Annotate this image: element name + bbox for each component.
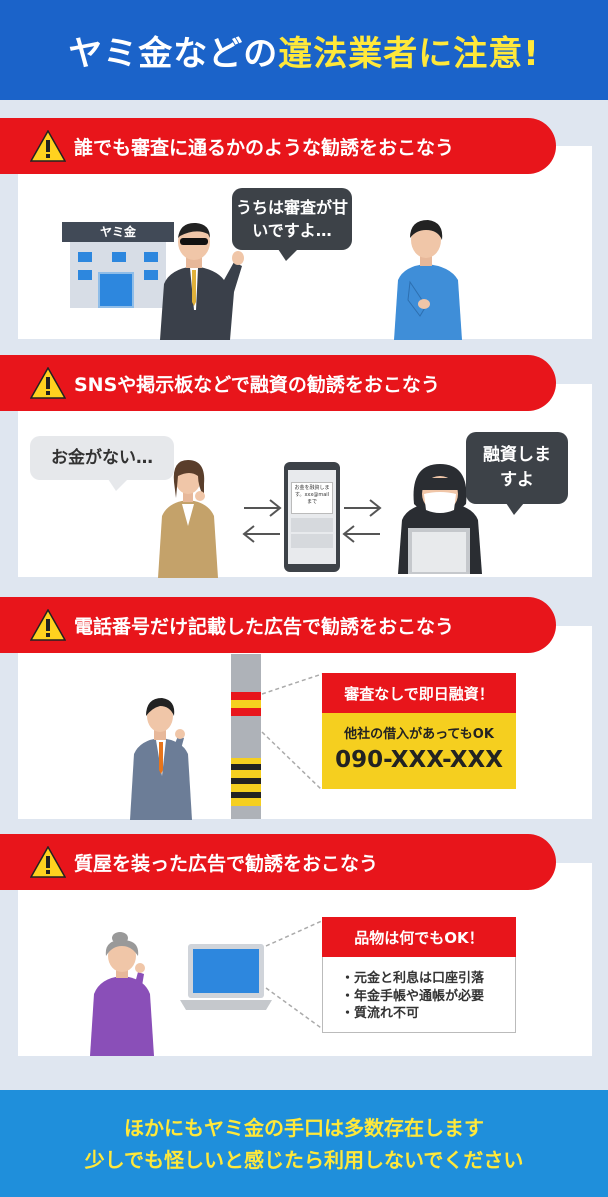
pawn-ad: 品物は何でもOK！ ・元金と利息は口座引落 ・年金手帳や通帳が必要 ・質流れ不可 — [322, 917, 516, 1033]
header-title-highlight: 違法業者に注意! — [278, 33, 540, 74]
footer-line-2: 少しでも怪しいと感じたら利用しないでください — [84, 1147, 524, 1172]
pawn-ad-header: 品物は何でもOK！ — [322, 917, 516, 957]
customer-man — [394, 220, 462, 340]
hooded-lender — [398, 464, 482, 574]
elderly-woman — [90, 932, 154, 1056]
speech-bubble-1-text: うちは審査が甘いですよ… — [235, 197, 348, 240]
thinking-man — [130, 698, 192, 820]
section-heading-2: SNSや掲示板などで融資の勧誘をおこなう — [74, 373, 440, 396]
pawn-ad-headline: 品物は何でもOK！ — [354, 928, 484, 947]
section-banner-2: SNSや掲示板などで融資の勧誘をおこなう — [0, 355, 556, 411]
warning-icon — [30, 130, 66, 162]
footer-notice: ほかにもヤミ金の手口は多数存在します 少しでも怪しいと感じたら利用しないでくださ… — [0, 1090, 608, 1197]
callout-lines — [265, 919, 325, 1031]
speech-bubble-2-text: お金がない… — [51, 447, 153, 468]
speech-bubble-3: 融資しますよ — [466, 432, 568, 504]
laptop — [180, 944, 272, 1010]
flyer-ad-phone: 090-XXX-XXX — [335, 747, 503, 773]
building-sign: ヤミ金 — [62, 222, 174, 242]
loan-shop-building: ヤミ金 — [62, 222, 174, 308]
smartphone: お金を融資します。xxx@mailまで — [284, 462, 340, 572]
exchange-arrows — [242, 499, 382, 543]
pawn-ad-item: ・質流れ不可 — [341, 1006, 420, 1022]
section-heading-3: 電話番号だけ記載した広告で勧誘をおこなう — [74, 615, 455, 638]
flyer-ad: 審査なしで即日融資！ 他社の借入があってもOK 090-XXX-XXX — [322, 673, 516, 789]
flyer-ad-header: 審査なしで即日融資！ — [322, 673, 516, 713]
speech-bubble-1: うちは審査が甘いですよ… — [232, 188, 352, 250]
flyer-ad-line: 他社の借入があってもOK — [344, 727, 494, 742]
warning-icon — [30, 367, 66, 399]
phone-message: お金を融資します。xxx@mailまで — [291, 482, 333, 514]
utility-pole — [231, 654, 261, 819]
page-header: ヤミ金などの違法業者に注意! — [0, 0, 608, 100]
section-banner-3: 電話番号だけ記載した広告で勧誘をおこなう — [0, 597, 556, 653]
section-banner-1: 誰でも審査に通るかのような勧誘をおこなう — [0, 118, 556, 174]
section-banner-4: 質屋を装った広告で勧誘をおこなう — [0, 834, 556, 890]
flyer-ad-headline: 審査なしで即日融資！ — [344, 684, 494, 703]
speech-bubble-3-text: 融資しますよ — [483, 445, 551, 490]
pawn-ad-item: ・元金と利息は口座引落 — [341, 971, 485, 986]
loan-shark-man — [160, 222, 244, 340]
pawn-ad-list: ・元金と利息は口座引落 ・年金手帳や通帳が必要 ・質流れ不可 — [341, 970, 484, 1023]
phone-message-text: お金を融資します。xxx@mailまで — [294, 485, 330, 505]
section-heading-1: 誰でも審査に通るかのような勧誘をおこなう — [74, 136, 455, 159]
worried-woman — [158, 460, 218, 578]
section-heading-4: 質屋を装った広告で勧誘をおこなう — [74, 852, 379, 875]
header-title-prefix: ヤミ金などの — [68, 33, 279, 74]
speech-bubble-2: お金がない… — [30, 436, 174, 480]
footer-line-1: ほかにもヤミ金の手口は多数存在します — [124, 1115, 484, 1140]
callout-lines — [261, 673, 323, 791]
warning-icon — [30, 846, 66, 878]
pawn-ad-item: ・年金手帳や通帳が必要 — [341, 988, 485, 1004]
building-sign-label: ヤミ金 — [99, 225, 136, 239]
warning-icon — [30, 609, 66, 641]
